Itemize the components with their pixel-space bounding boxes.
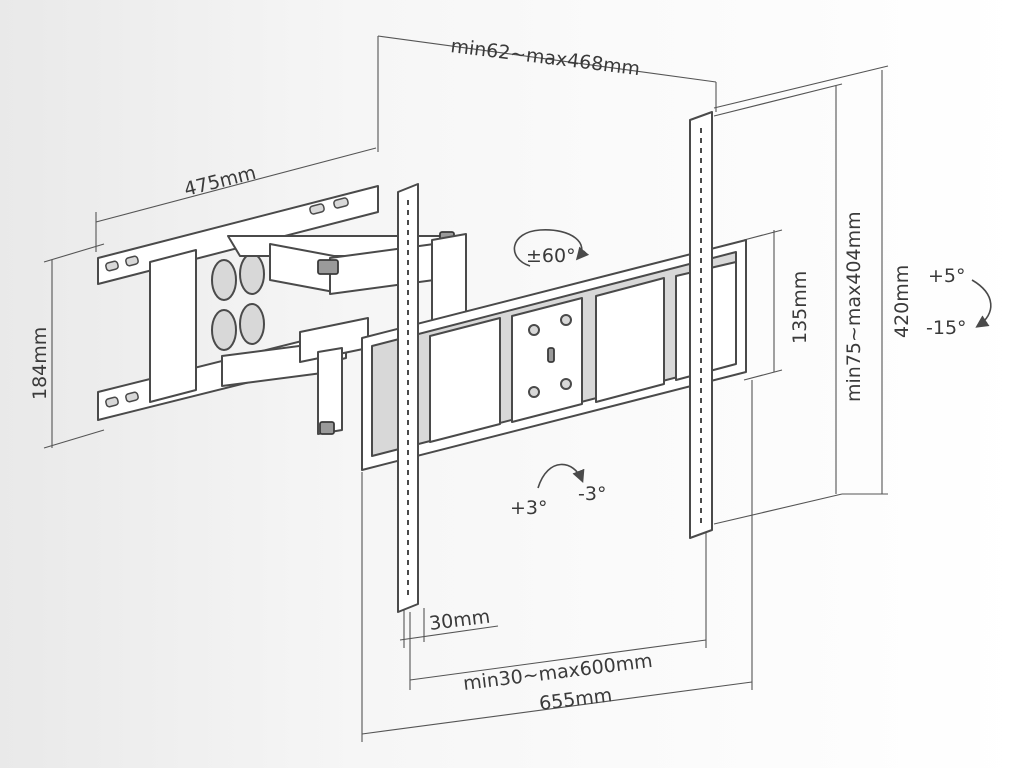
- wall-plate-slot: [105, 396, 119, 408]
- plate-center-panel: [511, 297, 583, 423]
- arm-length-dim-line: [95, 147, 377, 223]
- tilt-arrow: [971, 279, 992, 328]
- plate-hole: [560, 314, 572, 326]
- wall-plate-hole: [239, 303, 265, 345]
- arm-bolt: [317, 259, 339, 275]
- plate-window: [429, 317, 501, 443]
- plate-height-tick-top: [743, 229, 783, 241]
- plate-height-label: 135mm: [789, 271, 811, 344]
- right-vertical-rail: [689, 111, 713, 539]
- hole-spacing-label: min75~max404mm: [843, 211, 865, 402]
- bracket-height-tick-top: [713, 65, 889, 109]
- arm-length-label: 475mm: [182, 162, 258, 201]
- wall-plate-slot: [125, 391, 139, 403]
- extension-label: min62~max468mm: [449, 35, 641, 80]
- plate-window: [595, 277, 665, 403]
- wall-plate-hole: [211, 309, 237, 351]
- plate-hole: [560, 378, 572, 390]
- wall-plate-tick-top: [43, 243, 105, 263]
- wall-plate-slot: [309, 203, 325, 215]
- swivel-label: ±60°: [526, 245, 576, 267]
- rotation-arrows: [513, 229, 992, 489]
- hole-spacing-tick-bottom: [713, 493, 843, 525]
- plate-hole: [528, 324, 540, 336]
- tilt-down-label: -15°: [926, 317, 967, 339]
- arm-bolt: [319, 421, 335, 435]
- wall-plate-slot: [105, 260, 119, 272]
- plate-width-dim-line: [361, 681, 753, 735]
- horizontal-spacing-label: min30~max600mm: [462, 650, 654, 695]
- level-minus-label: -3°: [578, 483, 606, 505]
- wall-plate-tick-bottom: [43, 429, 105, 449]
- extension-dim-line: [377, 35, 717, 83]
- arm-width-label: 30mm: [428, 606, 491, 635]
- left-vertical-rail: [397, 183, 419, 613]
- vertical-rails: [397, 111, 713, 613]
- level-plus-label: +3°: [510, 497, 548, 519]
- hole-spacing-tick-top: [713, 83, 843, 117]
- wall-plate-hole: [211, 259, 237, 301]
- dimension-lines: [43, 35, 889, 742]
- wall-plate-height-label: 184mm: [29, 327, 51, 400]
- wall-plate-slot: [125, 255, 139, 267]
- wall-plate-slot: [333, 197, 349, 209]
- plate-lock: [547, 347, 555, 363]
- plate-height-tick-bottom: [743, 369, 783, 381]
- level-arrow: [537, 463, 585, 489]
- wall-plate-upright: [149, 249, 197, 403]
- tilt-up-label: +5°: [928, 265, 966, 287]
- plate-hole: [528, 386, 540, 398]
- arm-width-dim-line: [399, 625, 499, 641]
- tv-plate: [361, 239, 747, 471]
- arm-pivot-post: [317, 347, 343, 435]
- bracket-height-label: 420mm: [891, 265, 913, 338]
- horizontal-spacing-dim-line: [409, 639, 707, 681]
- wall-plate-hole: [239, 253, 265, 295]
- plate-width-label: 655mm: [538, 684, 613, 715]
- swivel-arrow: [513, 229, 590, 267]
